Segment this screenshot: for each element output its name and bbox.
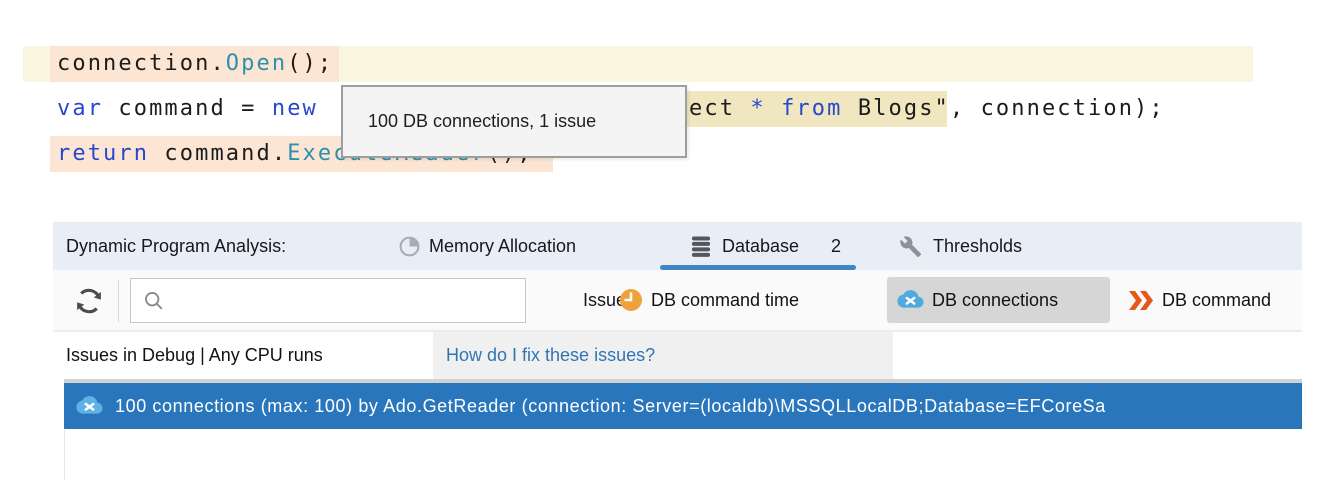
code-keyword-return: return [57,141,150,166]
code-line-1: connection.Open(); [57,46,333,82]
issue-row-text: 100 connections (max: 100) by Ado.GetRea… [115,395,1106,416]
active-tab-underline [660,265,856,270]
code-string-highlight [686,91,947,127]
refresh-icon[interactable] [73,285,105,317]
dpa-subtabs-row: Issues in Debug | Any CPU runs How do I … [53,332,1302,379]
search-icon [145,291,163,309]
code-text: command = [103,96,272,121]
database-icon [689,235,713,263]
code-keyword-new: new [271,96,318,121]
code-text: Blogs [842,96,935,121]
code-sql-keyword: * from [750,96,843,121]
content-left-border [64,430,65,480]
tab-memory-allocation[interactable]: Memory Allocation [429,236,577,256]
dpa-panel-header: Dynamic Program Analysis: Memory Allocat… [53,222,1302,270]
wrench-icon [899,235,922,263]
search-box [130,278,526,323]
code-text: ect [689,96,751,121]
code-method-open: Open [225,51,288,76]
cloud-swap-icon [76,396,103,414]
dpa-hover-tooltip[interactable]: 100 DB connections, 1 issue [341,85,687,158]
toolbar-divider [118,280,119,322]
filter-label: DB connections [932,289,1059,310]
row-separator [64,379,1302,383]
pie-chart-icon [398,235,421,263]
code-keyword-var: var [57,96,104,121]
code-text: ", connection); [934,96,1165,121]
tab-thresholds[interactable]: Thresholds [933,236,1023,256]
tab-database[interactable]: Database [722,236,800,256]
dpa-toolbar: Issues: DB command time DB connections D… [53,270,1302,332]
filter-db-command[interactable]: DB command [1127,277,1271,323]
code-text: (); [287,51,334,76]
filter-label: DB command time [651,289,800,310]
cloud-swap-icon [897,290,924,308]
tab-how-to-fix-link[interactable]: How do I fix these issues? [433,332,893,379]
double-chevron-icon [1129,290,1153,310]
code-text: command. [149,141,288,166]
filter-db-connections[interactable]: DB connections [887,277,1110,323]
code-line-2-right: ect * from Blogs", connection); [689,91,1165,127]
tab-database-count-badge: 2 [831,236,842,256]
code-text: connection. [57,51,226,76]
code-line1-highlight [50,46,339,82]
filter-db-command-time[interactable]: DB command time [619,277,799,323]
panel-title: Dynamic Program Analysis: [66,236,287,256]
tooltip-text: 100 DB connections, 1 issue [368,111,597,131]
clock-icon [620,289,642,311]
search-input[interactable] [165,279,525,322]
code-line-2-left: var command = new [57,91,318,127]
issue-row-selected[interactable]: 100 connections (max: 100) by Ado.GetRea… [64,383,1302,429]
filter-label: DB command [1162,289,1272,310]
tab-runs-selector[interactable]: Issues in Debug | Any CPU runs [66,345,323,365]
dpa-panel: Dynamic Program Analysis: Memory Allocat… [53,222,1302,491]
